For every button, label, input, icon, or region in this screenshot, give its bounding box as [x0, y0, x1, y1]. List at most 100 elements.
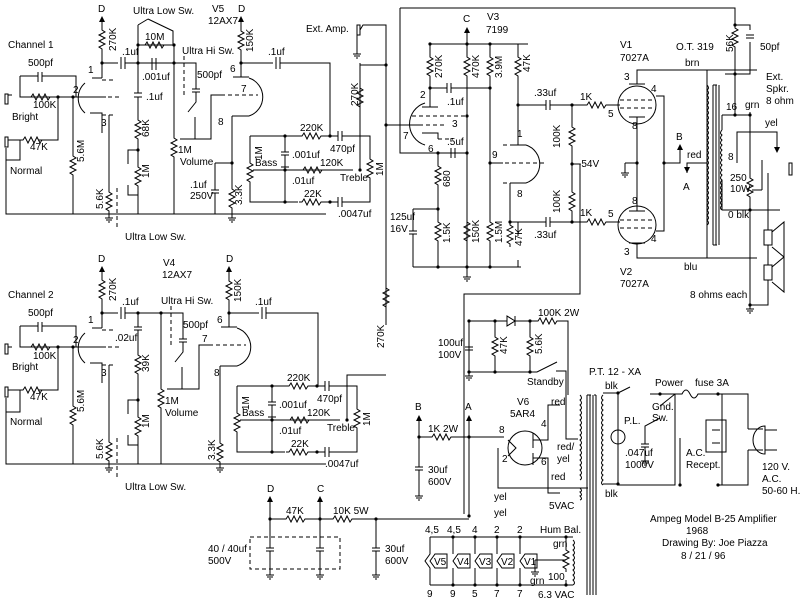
pin-6-v6: 6	[541, 457, 547, 468]
label-3-3k-b: 3.3K	[207, 439, 218, 460]
output-transformer-label: O.T. 319	[676, 42, 714, 53]
input-jack-normal[interactable]	[4, 136, 9, 148]
heater-label-v2: V2	[501, 557, 514, 568]
power-switch-label[interactable]: Power	[655, 378, 684, 389]
pin-3-b: 3	[101, 368, 107, 379]
label-100k-2w: 100K 2W	[538, 308, 580, 319]
heater-top-pin-3: 2	[494, 525, 500, 536]
channel-1-section: Channel 1 500pf 100K Bright 47K Normal 5…	[4, 4, 326, 243]
ac-receptacle	[705, 419, 727, 453]
normal-label-2: Normal	[10, 417, 42, 428]
label-1000v: 1000V	[625, 460, 654, 471]
ultra-hi-switch-label-b: Ultra Hi Sw.	[161, 296, 213, 307]
pin-8-v6: 8	[499, 425, 505, 436]
ot-brn: brn	[685, 58, 699, 69]
label-56k-b: 5.6K	[534, 333, 545, 354]
label-470pf-a: 470pf	[330, 144, 355, 155]
label-1uf-250: .1uf	[190, 180, 207, 191]
label-001uf-b: .001uf	[292, 150, 320, 161]
heater-v3: V3	[474, 553, 493, 569]
ac-plug	[748, 425, 777, 455]
label-47k: 47K	[30, 142, 48, 153]
pin-1-v3: 1	[517, 129, 523, 140]
ot-tap-16: 16	[726, 102, 738, 113]
ac-receptacle-label-1: A.C.	[686, 448, 705, 459]
heater-top-pin-0: 4,5	[425, 525, 439, 536]
ultra-low-switch-label-b: Ultra Low Sw.	[125, 232, 186, 243]
v1-name: V1	[620, 40, 633, 51]
treble-control-label-1: Treble	[340, 173, 368, 184]
ext-speaker-jack[interactable]	[788, 162, 793, 176]
hum-balance-label: Hum Bal.	[540, 525, 581, 536]
label-1m-bass-a: 1M	[254, 146, 265, 160]
label-120k-b: 120K	[307, 408, 331, 419]
label-1m-b: 1M	[141, 414, 152, 428]
heater-top-pin-4: 2	[517, 525, 523, 536]
ext-amp-jack[interactable]	[356, 24, 361, 36]
ot-tap-0: 0 blk	[728, 210, 750, 221]
pin-8-v3: 8	[517, 189, 523, 200]
volume-control-label-1: Volume	[180, 157, 214, 168]
tube-v4: V4 12AX7 D 150K 6 8 7 .1uf 3.3K	[162, 254, 319, 473]
label-100uf: 100uf	[438, 338, 463, 349]
heater-bottom-pin-3: 7	[494, 589, 500, 600]
heater-top-pin-2: 4	[472, 525, 478, 536]
node-d-3: D	[98, 254, 105, 265]
input-jack-bright-2[interactable]	[4, 343, 9, 355]
label-3-9m: 3.9M	[494, 56, 505, 78]
pt-redyel-a: red/	[557, 442, 574, 453]
title-model: Ampeg Model B-25 Amplifier	[650, 514, 777, 525]
label-1-5k: 1.5K	[442, 222, 453, 243]
v4-name: V4	[163, 258, 176, 269]
label-1m-treble-b: 1M	[362, 412, 373, 426]
speaker-2-cone	[771, 255, 785, 294]
pin-3-v1: 3	[624, 72, 630, 83]
label-neg-54v: -54V	[578, 159, 599, 170]
pin-2-v3: 2	[420, 90, 426, 101]
label-100k-c: 100K	[552, 124, 563, 148]
pt-yel-a: yel	[494, 492, 507, 503]
channel-2-label: Channel 2	[8, 290, 54, 301]
pin-6-v3: 6	[428, 144, 434, 155]
label-1m-a: 1M	[141, 164, 152, 178]
heater-v2: V2	[496, 553, 515, 569]
node-c-1: C	[463, 14, 470, 25]
label-5-6m: 5.6M	[76, 140, 87, 162]
node-b-2: B	[415, 402, 422, 413]
label-270k-d: 270K	[108, 277, 119, 301]
label-100k-b: 100K	[33, 351, 57, 362]
pt-redyel-b: yel	[557, 454, 570, 465]
speakers-impedance-label: 8 ohms each	[690, 290, 747, 301]
label-600v-a: 600V	[428, 477, 452, 488]
input-jack-bright[interactable]	[4, 93, 9, 105]
ac-receptacle-label-2: Recept.	[686, 460, 720, 471]
v6-name: V6	[517, 397, 530, 408]
input-jack-normal-2[interactable]	[4, 386, 9, 398]
ultra-low-switch-label-a: Ultra Low Sw.	[133, 6, 194, 17]
heater-grn-b: grn	[530, 576, 544, 587]
label-500pf-d: 500pf	[183, 320, 208, 331]
label-125uf: 125uf	[390, 212, 415, 223]
label-1k-2w: 1K 2W	[428, 424, 459, 435]
label-5vac: 5VAC	[549, 501, 574, 512]
v2-type: 7027A	[620, 279, 649, 290]
pilot-lamp-label: P.L.	[624, 416, 641, 427]
node-d-4: D	[226, 254, 233, 265]
label-0047uf-b: .0047uf	[325, 459, 359, 470]
label-270k-e: 270K	[434, 54, 445, 78]
label-10k-5w: 10K 5W	[333, 506, 369, 517]
pin-3-v3: 3	[452, 119, 458, 130]
heater-string: V5 V4 V3 V2 V1 4,5 4,5 4 2 2 9 9 5 7 7 H…	[424, 525, 581, 600]
pin-6-v5: 6	[230, 64, 236, 75]
power-supply: 100K 2W 47K 5.6K 100uf 100V Standby B A …	[414, 308, 800, 595]
label-600v-b: 600V	[385, 556, 409, 567]
label-33uf-b: .33uf	[534, 230, 556, 241]
pin-7-v4: 7	[202, 334, 208, 345]
label-22k-a: 22K	[304, 189, 322, 200]
label-39k: 39K	[141, 354, 152, 372]
ext-amp-label: Ext. Amp.	[306, 24, 349, 35]
label-100k-d: 100K	[552, 189, 563, 213]
label-100v: 100V	[438, 350, 462, 361]
ot-red: red	[687, 150, 701, 161]
